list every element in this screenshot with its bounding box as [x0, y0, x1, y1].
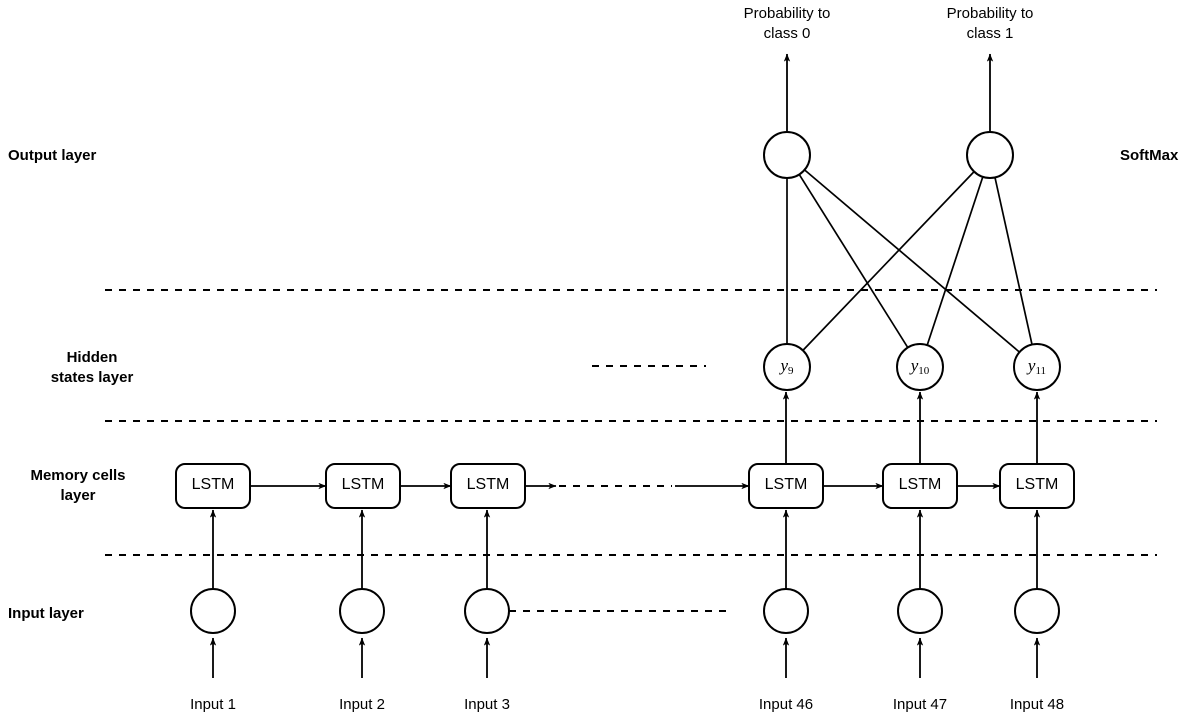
- layer-label-memory: Memory cells layer: [30, 467, 126, 505]
- edge-y11-out0: [803, 169, 1021, 353]
- layer-label-input: Input layer: [8, 605, 84, 622]
- memory-cell-lstm46[interactable]: [748, 463, 824, 509]
- input-node-in48[interactable]: [1014, 588, 1060, 634]
- edge-y9-out1: [802, 171, 975, 351]
- memory-cell-lstm2[interactable]: [325, 463, 401, 509]
- hidden-node-y11[interactable]: [1013, 343, 1061, 391]
- softmax-label: SoftMax: [1120, 147, 1179, 164]
- memory-cell-lstm1[interactable]: [175, 463, 251, 509]
- output-to-probability-arrows: [783, 53, 994, 131]
- input-node-in2[interactable]: [339, 588, 385, 634]
- hidden-node-y9[interactable]: [763, 343, 811, 391]
- memory-cell-boxes: [175, 463, 1075, 509]
- input-caption-in2: Input 2: [339, 696, 385, 713]
- layer-label-hidden: Hidden states layer: [50, 349, 134, 387]
- input-caption-in1: Input 1: [190, 696, 236, 713]
- layer-label-output: Output layer: [8, 147, 97, 164]
- output-node-out0[interactable]: [763, 131, 811, 179]
- memory-cell-lstm47[interactable]: [882, 463, 958, 509]
- input-circles: [190, 588, 1060, 634]
- ellipsis-dashed-lines: [509, 365, 731, 612]
- input-caption-in48: Input 48: [1009, 696, 1065, 713]
- edge-y10-out0: [798, 174, 909, 348]
- fully-connected-edges: [786, 169, 1033, 353]
- output-caption-out0: Probability to class 0: [743, 5, 831, 42]
- input-caption-in3: Input 3: [464, 696, 510, 713]
- edge-y11-out1: [994, 177, 1033, 345]
- memory-cell-lstm3[interactable]: [450, 463, 526, 509]
- layer-divider-lines: [105, 289, 1157, 556]
- output-caption-out1: Probability to class 1: [946, 5, 1034, 42]
- input-node-in46[interactable]: [763, 588, 809, 634]
- output-node-out1[interactable]: [966, 131, 1014, 179]
- hidden-state-circles: [763, 343, 1061, 391]
- memory-cell-lstm48[interactable]: [999, 463, 1075, 509]
- source-to-input-arrows: [209, 637, 1041, 678]
- edge-y10-out1: [926, 176, 984, 346]
- input-node-in47[interactable]: [897, 588, 943, 634]
- input-caption-in47: Input 47: [892, 696, 948, 713]
- input-node-in3[interactable]: [464, 588, 510, 634]
- input-node-in1[interactable]: [190, 588, 236, 634]
- input-to-cell-arrows: [209, 509, 1041, 589]
- input-caption-in46: Input 46: [758, 696, 814, 713]
- cell-to-hidden-arrows: [782, 391, 1041, 463]
- hidden-node-y10[interactable]: [896, 343, 944, 391]
- output-circles: [763, 131, 1014, 179]
